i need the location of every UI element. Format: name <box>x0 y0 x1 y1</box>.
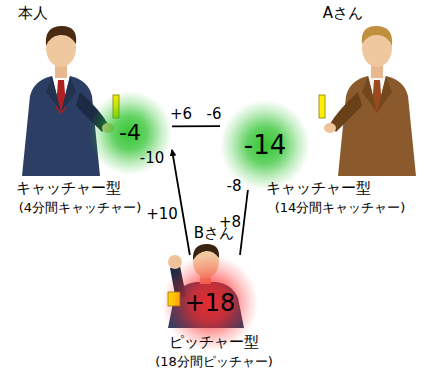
person-name: 本人 <box>18 5 48 22</box>
score-number: -4 <box>119 121 141 145</box>
score-number: -14 <box>244 131 286 160</box>
glow-fill <box>88 91 172 175</box>
glow-fill <box>162 255 258 351</box>
duration-caption: (14分間キャッチャー) <box>275 201 406 215</box>
type-caption: キャッチャー型 <box>266 180 371 197</box>
duration-caption: (4分間キャッチャー) <box>19 201 141 215</box>
person-name: Aさん <box>323 5 363 22</box>
score-number: +18 <box>185 290 236 316</box>
flow-number: +8 <box>219 214 241 231</box>
type-caption: ピッチャー型 <box>169 334 259 351</box>
person-figure <box>319 26 416 176</box>
flow-number: +10 <box>146 206 178 223</box>
duration-caption: (18分間ピッチャー) <box>155 355 273 369</box>
flow-number: +6 <box>170 106 192 123</box>
person-score-circle: Bさん+18ピッチャー型(18分間ピッチャー) <box>162 255 258 351</box>
type-caption: キャッチャー型 <box>16 180 121 197</box>
glow-fill <box>220 100 310 190</box>
flow-number: -6 <box>207 106 222 123</box>
flow-number: -10 <box>140 150 165 167</box>
person-score-circle: Aさん-14キャッチャー型(14分間キャッチャー) <box>220 100 310 190</box>
flow-connector <box>172 125 220 127</box>
flow-connector <box>172 150 190 255</box>
flow-number: -8 <box>227 178 242 195</box>
flow-connector <box>240 190 248 255</box>
